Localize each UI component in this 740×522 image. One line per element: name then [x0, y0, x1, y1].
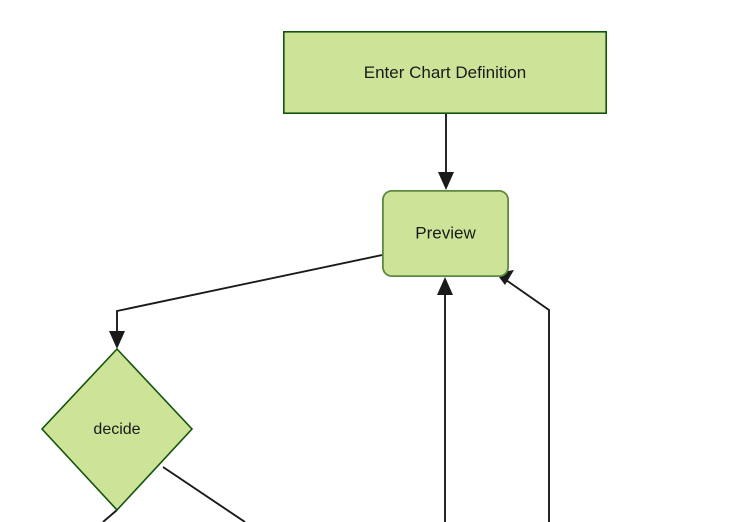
edge-enter-to-preview [438, 114, 454, 190]
edge-preview-to-decide [109, 254, 383, 349]
edge-decide-out-left [102, 509, 118, 522]
node-decide[interactable]: decide [40, 347, 194, 512]
node-enter-chart-definition[interactable]: Enter Chart Definition [282, 30, 607, 115]
edge-bottom-right-to-preview [496, 270, 550, 522]
node-preview-shape [381, 189, 509, 277]
edge-decide-out-right [162, 466, 246, 522]
arrowhead-icon [437, 277, 453, 295]
arrowhead-icon [109, 331, 125, 349]
node-decide-shape [40, 347, 194, 512]
arrowhead-icon [438, 172, 454, 190]
node-enter-chart-definition-shape [282, 30, 607, 115]
edge-bottom-center-to-preview [437, 277, 453, 522]
node-preview[interactable]: Preview [381, 189, 509, 277]
